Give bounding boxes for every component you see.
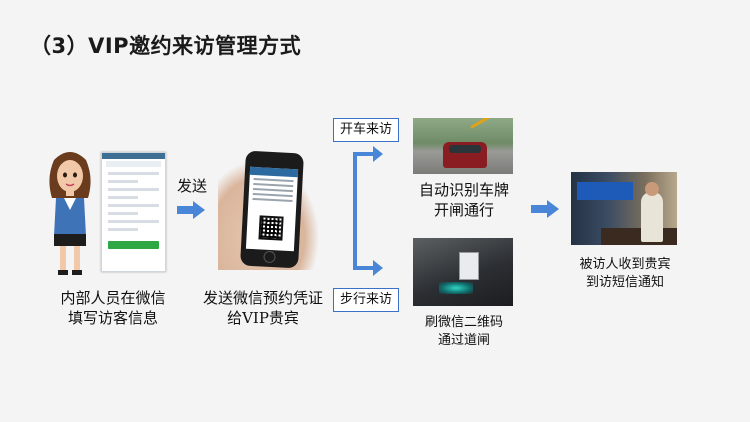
plate-caption-line2: 开闸通行 bbox=[433, 201, 494, 219]
fill-caption-line2: 填写访客信息 bbox=[67, 309, 158, 327]
license-plate-photo bbox=[413, 118, 513, 174]
send-arrow-label: 发送 bbox=[176, 177, 207, 195]
send-caption-line1: 发送微信预约凭证 bbox=[202, 289, 323, 307]
qr-caption: 刷微信二维码 通过道闸 bbox=[405, 314, 523, 350]
walk-visit-label: 步行来访 bbox=[333, 288, 400, 312]
qr-code-icon bbox=[258, 215, 284, 241]
plate-caption-line1: 自动识别车牌 bbox=[418, 181, 509, 199]
drive-visit-label: 开车来访 bbox=[333, 118, 400, 142]
plate-caption: 自动识别车牌 开闸通行 bbox=[405, 180, 523, 220]
qr-gate-photo bbox=[413, 238, 513, 306]
right-arrow-icon bbox=[531, 200, 559, 218]
qr-caption-line1: 刷微信二维码 bbox=[424, 315, 503, 330]
send-caption-line2: 给VIP贵宾 bbox=[227, 309, 299, 327]
fill-caption-line1: 内部人员在微信 bbox=[60, 289, 166, 307]
notify-caption-line2: 到访短信通知 bbox=[585, 275, 664, 290]
notify-caption-line1: 被访人收到贵宾 bbox=[579, 257, 671, 272]
qr-caption-line2: 通过道闸 bbox=[437, 333, 490, 348]
cartoon-woman-illustration bbox=[49, 152, 91, 275]
branch-connector bbox=[353, 146, 383, 276]
page-title: （3）VIP邀约来访管理方式 bbox=[30, 34, 302, 58]
wechat-form-screenshot bbox=[101, 152, 166, 272]
notification-photo bbox=[571, 172, 677, 245]
iphone-voucher-illustration bbox=[240, 150, 304, 269]
fill-caption: 内部人员在微信 填写访客信息 bbox=[36, 288, 190, 328]
send-caption: 发送微信预约凭证 给VIP贵宾 bbox=[193, 288, 333, 328]
notify-caption: 被访人收到贵宾 到访短信通知 bbox=[566, 256, 684, 292]
right-arrow-icon bbox=[177, 201, 205, 219]
sms-overlay bbox=[577, 182, 633, 200]
